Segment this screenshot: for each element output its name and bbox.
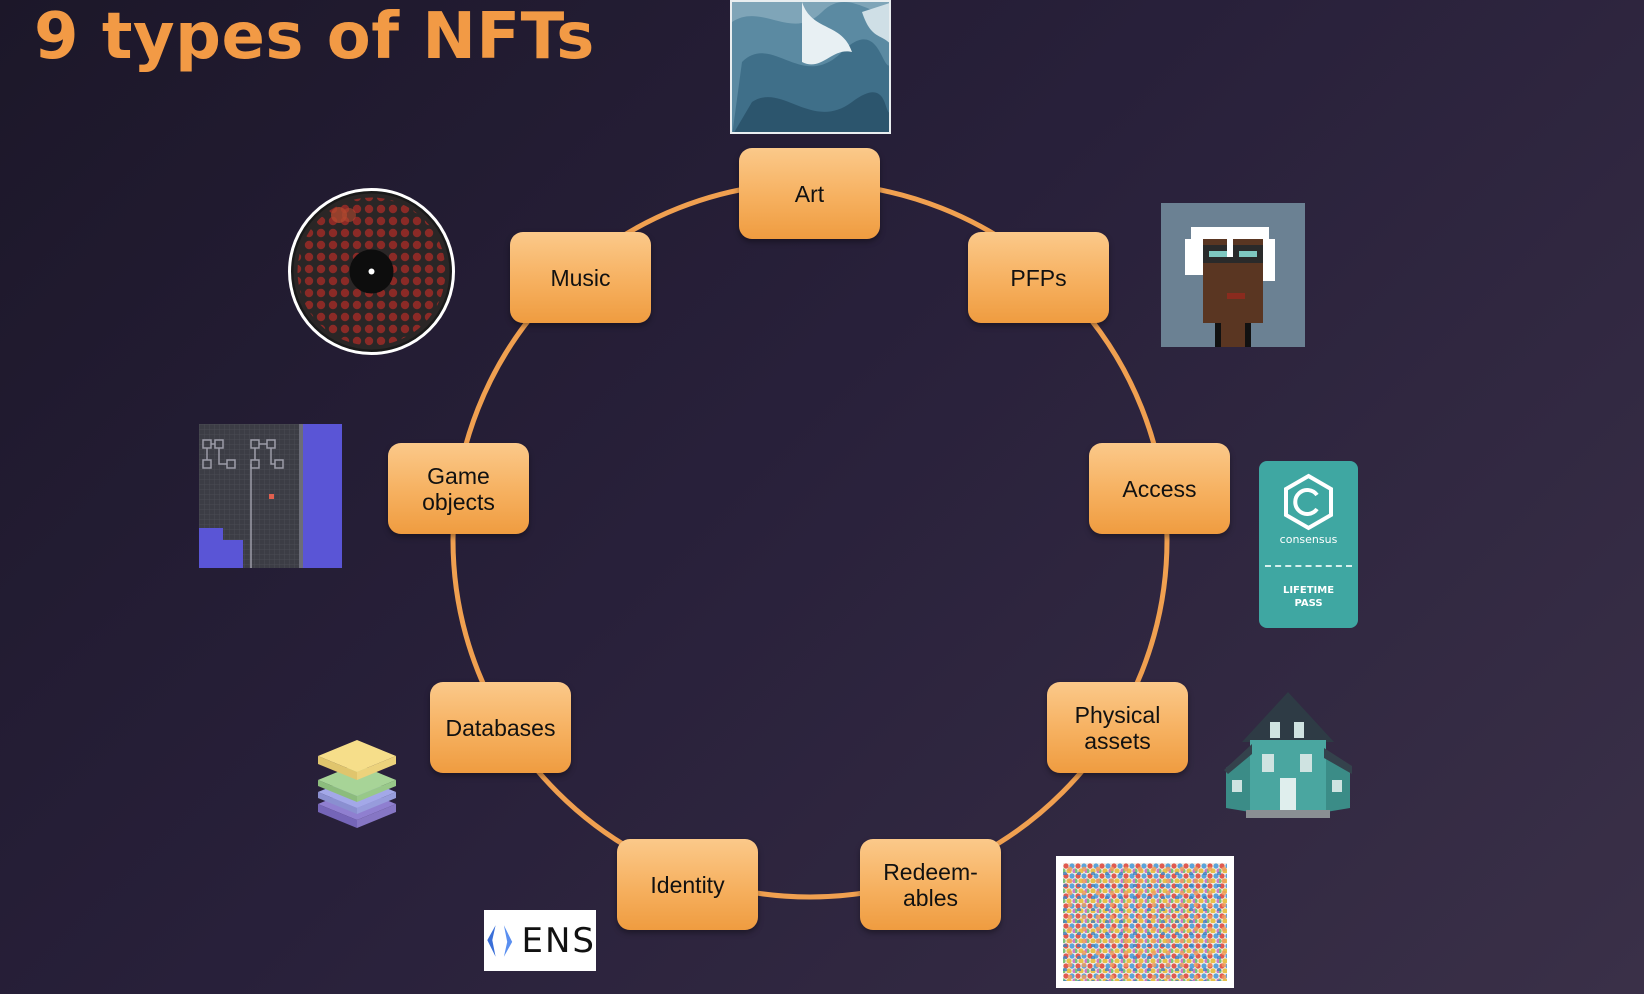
node-identity: Identity — [617, 839, 758, 930]
node-physical-assets: Physical assets — [1047, 682, 1188, 773]
consensus-label: consensus — [1279, 533, 1338, 546]
ens-text: ENS — [521, 920, 596, 961]
pass-line-1: LIFETIME — [1282, 585, 1335, 596]
node-label: Art — [794, 180, 825, 207]
dot-painting-icon — [1056, 856, 1234, 988]
node-redeemables: Redeem- ables — [860, 839, 1001, 930]
node-pfps: PFPs — [968, 232, 1109, 323]
layers-stack-icon — [316, 736, 398, 832]
ticket-pass-icon: consensus LIFETIME PASS — [1259, 461, 1358, 628]
house-icon — [1222, 682, 1354, 826]
node-label: Music — [550, 264, 611, 291]
node-art: Art — [739, 148, 880, 239]
node-music: Music — [510, 232, 651, 323]
node-game-objects: Game objects — [388, 443, 529, 534]
node-label: Game objects — [422, 462, 495, 515]
page-title: 9 types of NFTs — [34, 0, 595, 74]
node-label: Identity — [650, 871, 725, 898]
node-label: Physical assets — [1074, 701, 1161, 754]
node-label: Redeem- ables — [883, 858, 978, 911]
pass-line-2: PASS — [1294, 598, 1323, 609]
ens-diamond-icon — [487, 924, 513, 957]
node-databases: Databases — [430, 682, 571, 773]
node-label: Access — [1122, 475, 1197, 502]
node-label: Databases — [445, 714, 556, 741]
punk-avatar-icon — [1161, 203, 1305, 347]
game-board-icon — [199, 424, 342, 568]
node-label: PFPs — [1010, 264, 1067, 291]
ens-logo-icon: ENS — [484, 910, 596, 971]
node-access: Access — [1089, 443, 1230, 534]
art-image-icon — [730, 0, 891, 134]
vinyl-record-icon — [288, 188, 455, 355]
